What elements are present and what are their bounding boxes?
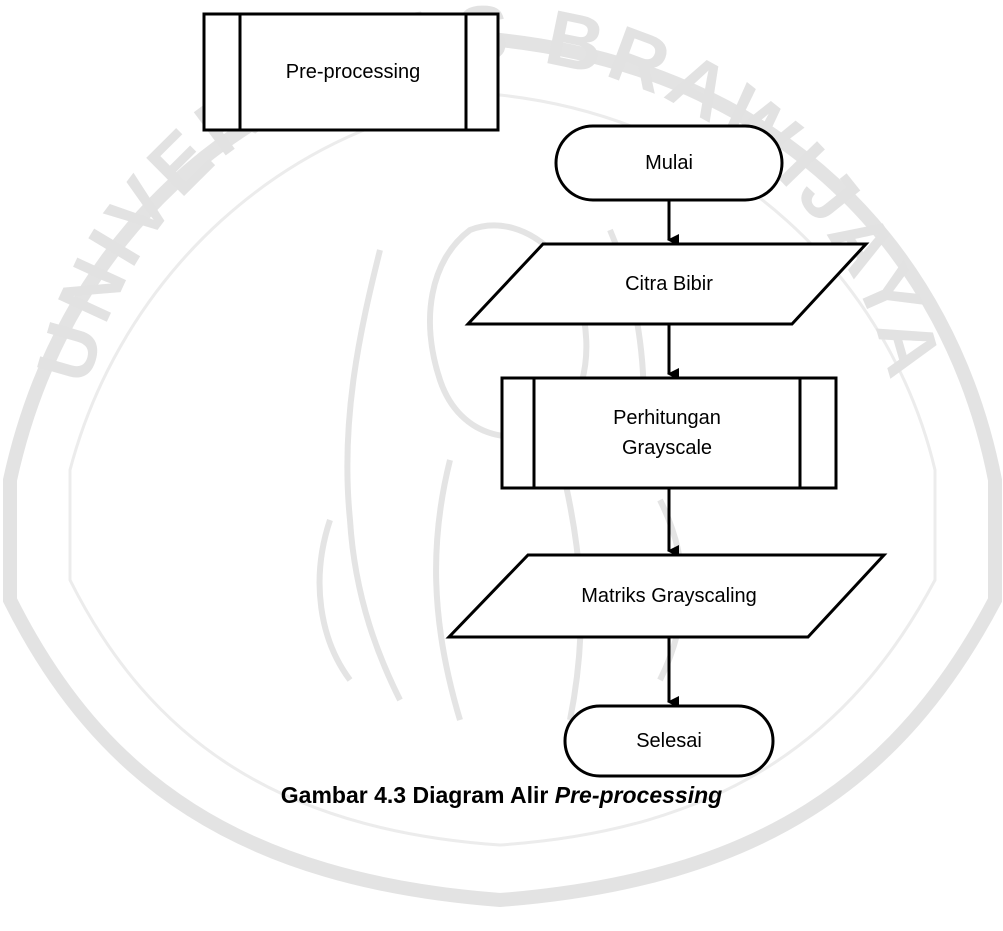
node-matriks-grayscaling-shape xyxy=(445,553,888,639)
legend-label: Pre-processing xyxy=(285,61,421,83)
node-citra-bibir-label: Citra Bibir xyxy=(625,273,713,295)
node-perhitungan-grayscale-label: Perhitungan Grayscale xyxy=(613,407,721,459)
node-selesai-shape xyxy=(563,704,775,778)
watermark-inner-shape xyxy=(68,93,937,847)
caption-italic: Pre-processing xyxy=(554,782,723,808)
legend-predefined-process xyxy=(202,12,500,132)
caption-prefix: Gambar 4.3 Diagram Alir xyxy=(280,782,555,808)
node-matriks-grayscaling-label: Matriks Grayscaling xyxy=(581,585,757,607)
node-mulai-label: Mulai xyxy=(645,152,693,174)
node-selesai-label: Selesai xyxy=(636,730,702,752)
node-citra-bibir-shape xyxy=(464,242,870,326)
figure-caption: Gambar 4.3 Diagram Alir Pre-processing xyxy=(0,782,1003,809)
